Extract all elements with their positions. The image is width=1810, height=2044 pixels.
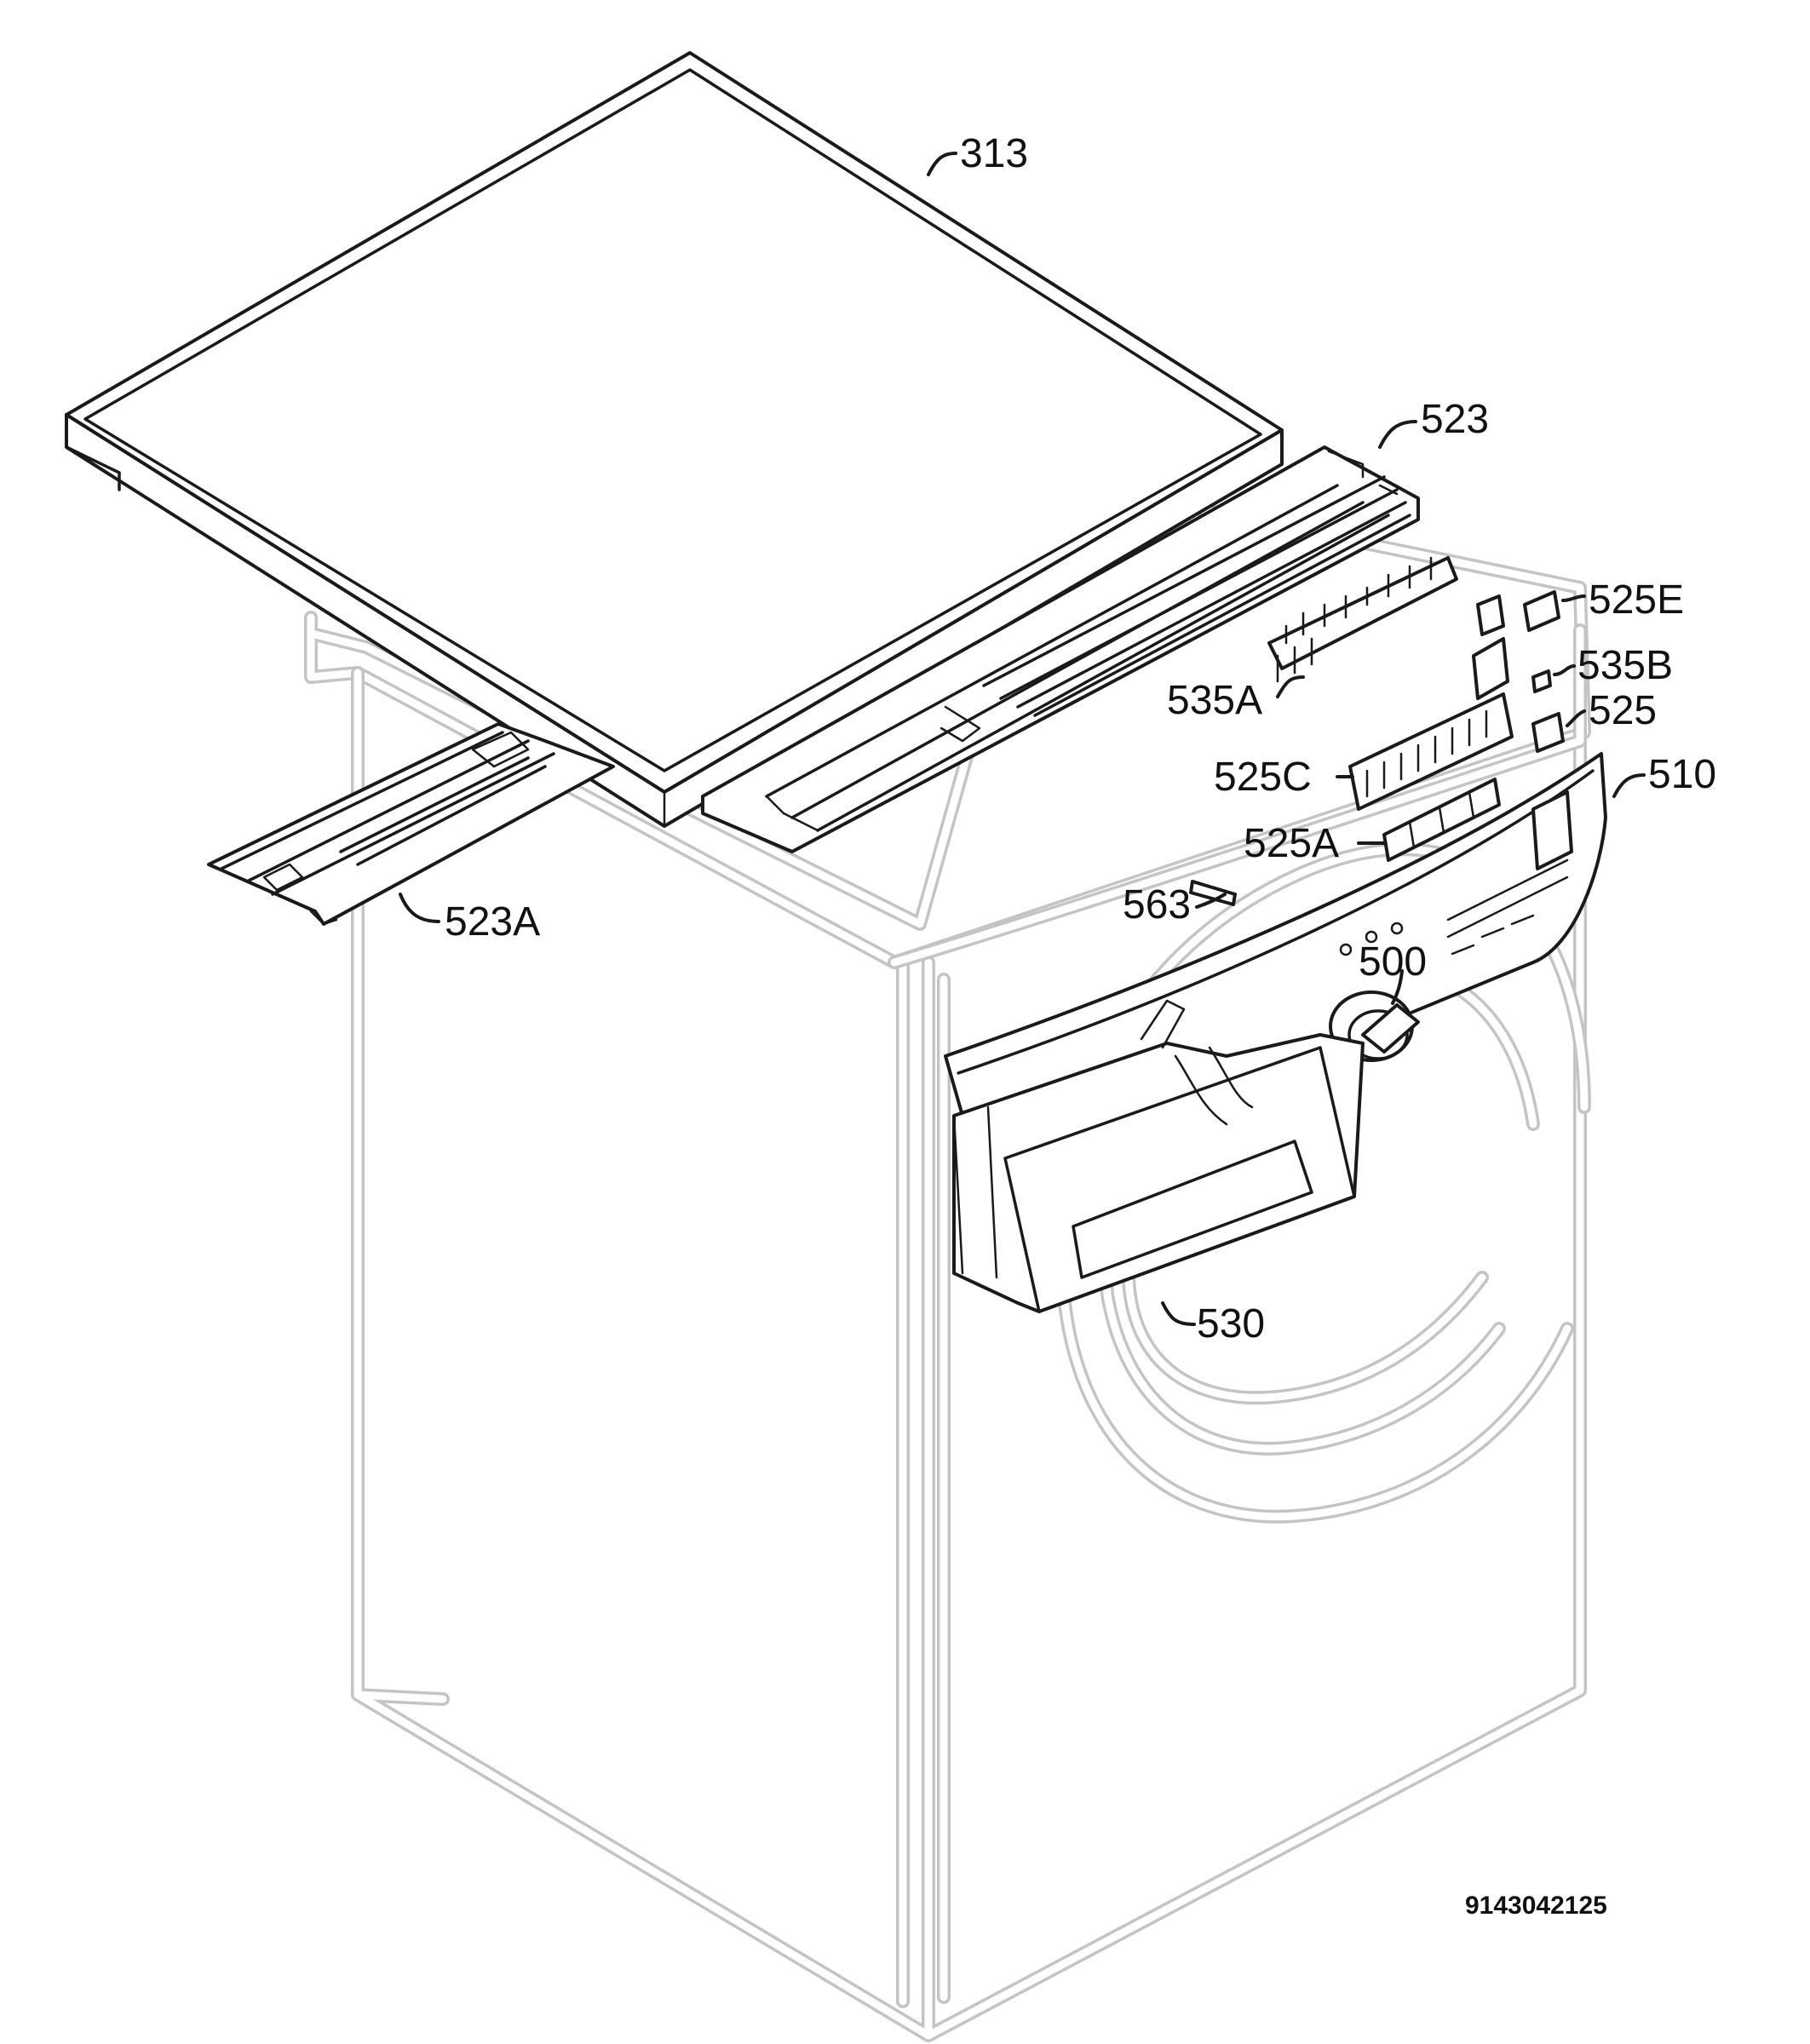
label-523a: 523A <box>445 899 540 944</box>
label-563: 563 <box>1123 882 1191 927</box>
label-535a: 535A <box>1167 678 1262 723</box>
drawer-530 <box>952 999 1365 1313</box>
switch-strip-535a <box>1267 556 1458 683</box>
board-525c <box>1348 594 1514 811</box>
leader-lines <box>399 152 1646 1326</box>
cap-525e <box>1523 590 1560 632</box>
label-525e: 525E <box>1589 577 1684 623</box>
top-lid-313 <box>65 51 1284 828</box>
label-530: 530 <box>1197 1301 1265 1346</box>
label-313: 313 <box>960 131 1028 176</box>
rail-523 <box>701 445 1420 853</box>
light-pipe-535b <box>1531 669 1552 693</box>
label-525c: 525C <box>1214 755 1312 800</box>
drawing-code: 9143042125 <box>1465 1892 1607 1920</box>
label-535b: 535B <box>1577 643 1673 688</box>
button-525 <box>1531 712 1565 753</box>
guide-563 <box>1189 880 1237 906</box>
label-525: 525 <box>1589 688 1657 733</box>
buttons-525a <box>1382 778 1501 862</box>
label-523: 523 <box>1421 397 1489 442</box>
control-panel-510 <box>944 752 1607 1143</box>
rail-523a <box>207 722 615 926</box>
label-500: 500 <box>1359 939 1427 985</box>
callouts: 313 523 525E 535B 535A 525 525C 510 525A… <box>445 131 1716 1346</box>
label-525a: 525A <box>1244 821 1339 866</box>
cabinet-outline <box>304 470 1591 2042</box>
label-510: 510 <box>1648 752 1716 797</box>
